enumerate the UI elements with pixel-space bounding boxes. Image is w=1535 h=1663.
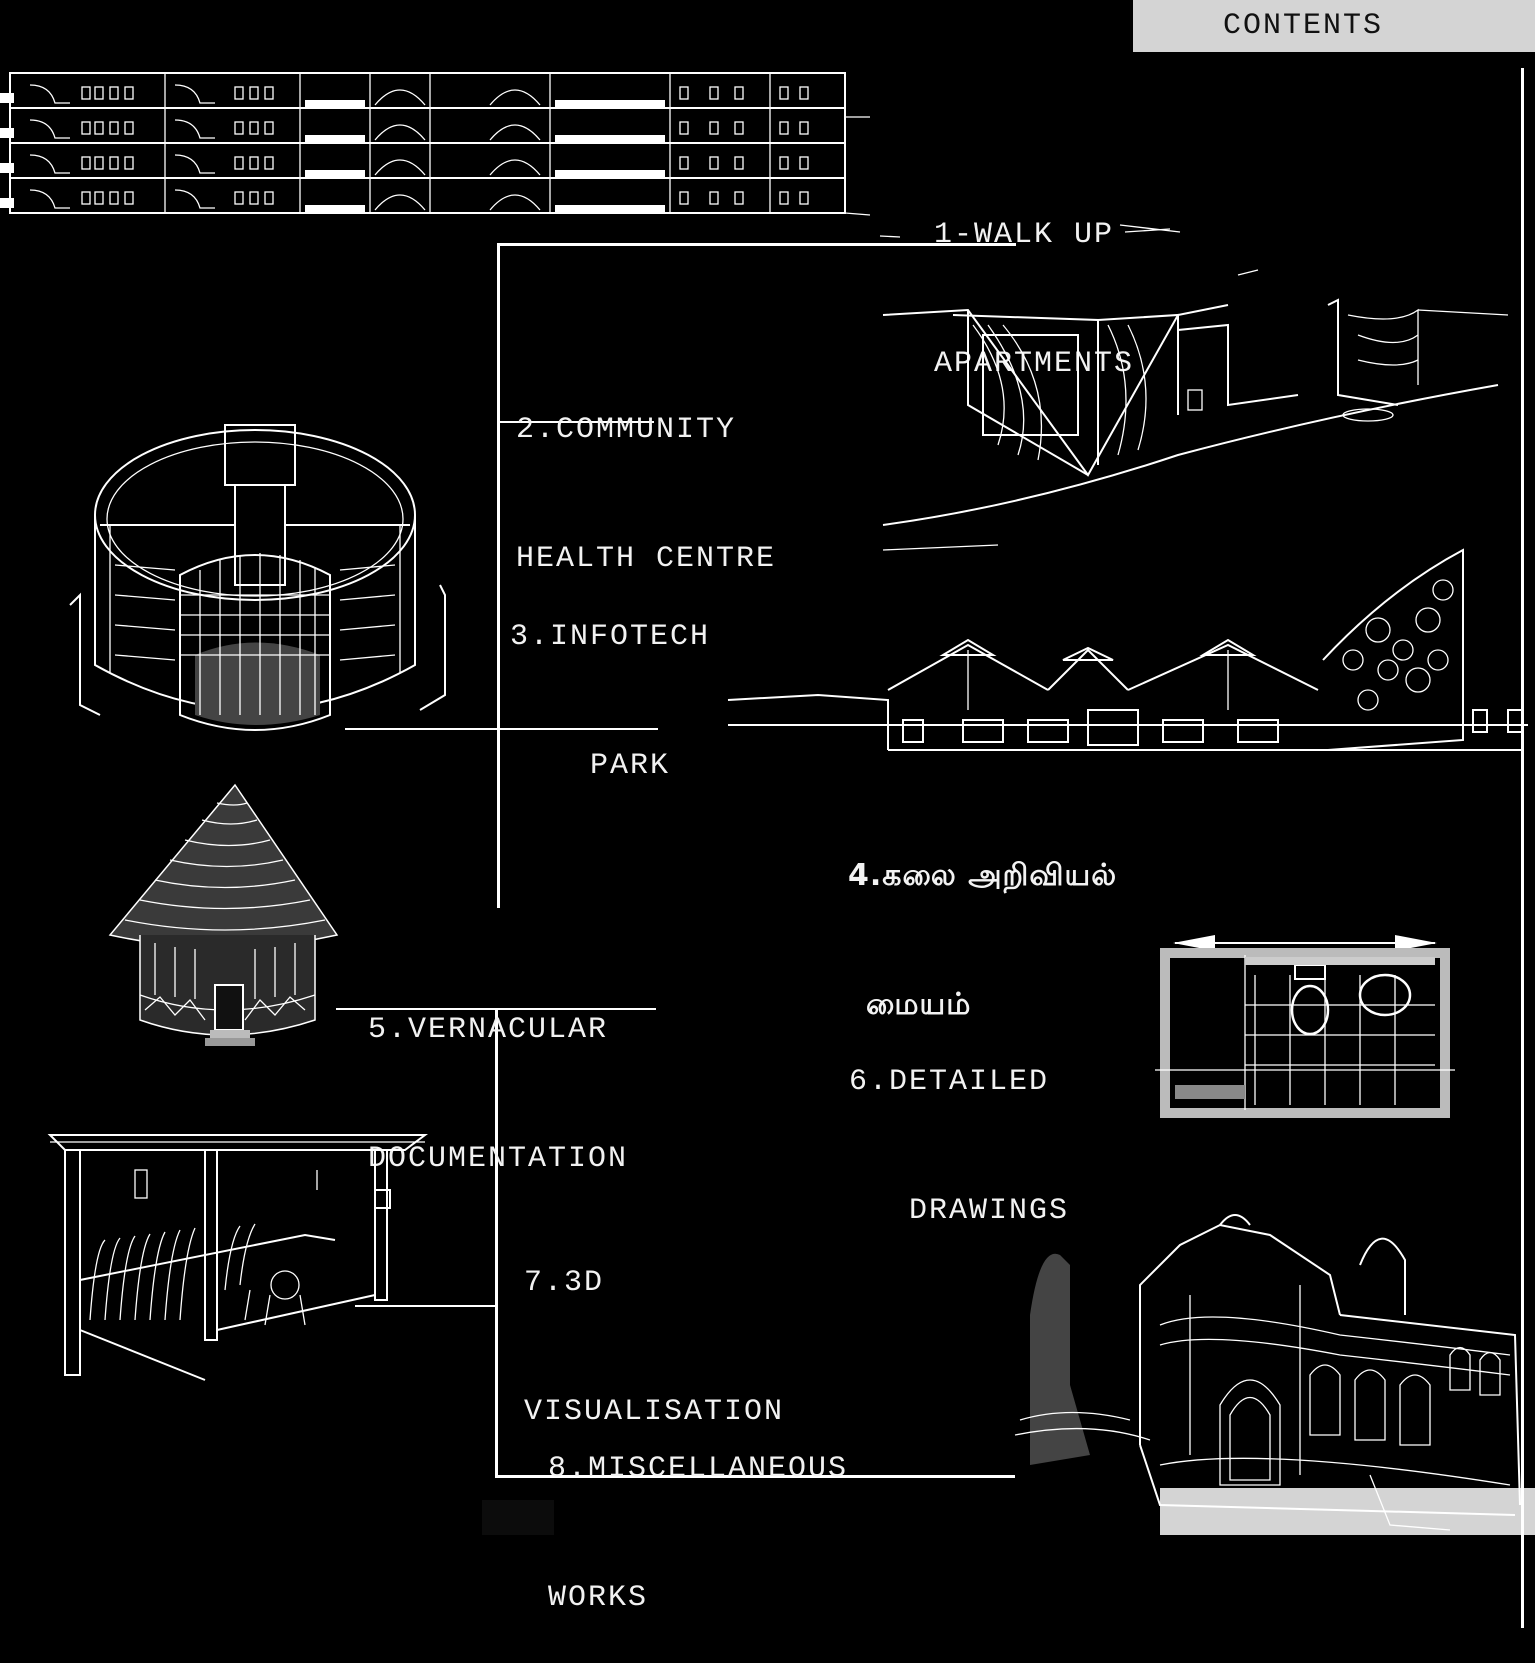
toc-item-7[interactable]: 7.3D VISUALISATION [524, 1176, 784, 1477]
contents-header-panel [1133, 0, 1535, 52]
toc-item-6-line2: DRAWINGS [849, 1194, 1070, 1228]
toc-item-5[interactable]: 5.VERNACULAR DOCUMENTATION [368, 923, 628, 1224]
connector-bottom [495, 1475, 1015, 1478]
connector-infotech [345, 728, 658, 730]
connector-visualisation [355, 1305, 497, 1307]
footer-mark [482, 1500, 554, 1535]
toc-item-7-line2: VISUALISATION [524, 1395, 785, 1429]
toc-item-7-line1: 7.3D [524, 1266, 605, 1300]
toc-item-3-line2: PARK [510, 749, 671, 783]
health-centre-sketch [882, 269, 1509, 551]
connector-spine-lower [495, 1010, 498, 1478]
toc-item-5-line1: 5.VERNACULAR [368, 1013, 609, 1047]
toc-item-2-line1: 2.COMMUNITY [516, 413, 737, 447]
toc-item-3[interactable]: 3.INFOTECH PARK [510, 530, 710, 831]
sketch-strokes [879, 224, 1181, 238]
toc-item-8-line1: 8.MISCELLANEOUS [548, 1452, 849, 1486]
toc-item-5-line2: DOCUMENTATION [368, 1142, 629, 1176]
underline-vernacular [336, 1008, 656, 1010]
heritage-building-sketch [1014, 1214, 1521, 1531]
right-border [1521, 68, 1524, 1628]
arts-science-centre-sketch [727, 548, 1528, 751]
toc-item-1-line1: 1-WALK UP [934, 218, 1115, 252]
vernacular-hut-sketch [108, 783, 339, 1046]
footer-panel [1160, 1488, 1535, 1535]
toc-item-6[interactable]: 6.DETAILED DRAWINGS [849, 975, 1069, 1276]
apartments-elevation-sketch [0, 72, 871, 216]
detailed-drawing-plan [1155, 935, 1455, 1118]
toc-item-2-line2: HEALTH CENTRE [516, 542, 777, 576]
toc-item-6-line1: 6.DETAILED [849, 1065, 1050, 1099]
underline-community [500, 421, 654, 423]
toc-item-2[interactable]: 2.COMMUNITY HEALTH CENTRE [516, 323, 776, 624]
toc-item-8[interactable]: 8.MISCELLANEOUS WORKS [548, 1362, 848, 1663]
page-title: CONTENTS [1222, 9, 1384, 43]
toc-item-3-line1: 3.INFOTECH [510, 620, 711, 654]
3d-visualisation-sketch [47, 1134, 428, 1381]
toc-item-4-line2: மையம் [866, 987, 972, 1022]
toc-item-4-line1: 4.கலை அறிவியல் [848, 858, 1118, 893]
connector-top [497, 243, 1016, 246]
toc-item-4[interactable]: 4.கலை அறிவியல் மையம் [848, 768, 1117, 1069]
connector-spine-upper [497, 243, 500, 908]
toc-item-8-line2: WORKS [548, 1581, 649, 1615]
infotech-park-sketch [69, 424, 446, 731]
